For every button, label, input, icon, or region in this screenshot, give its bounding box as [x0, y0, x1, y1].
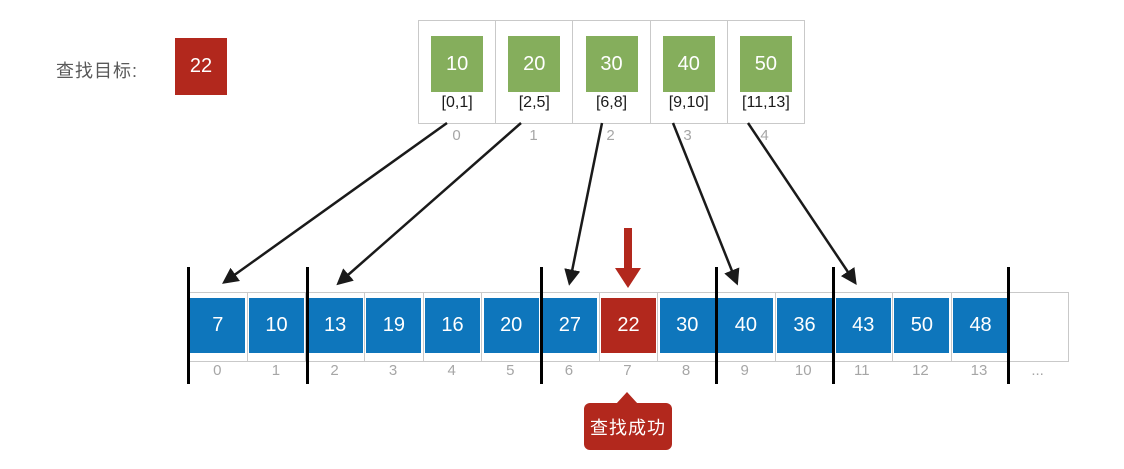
index-table-indices: 0 1 2 3 4 [418, 127, 803, 144]
array-value-box-found: 22 [601, 298, 657, 353]
mapping-arrow [564, 122, 604, 286]
array-value-box: 30 [659, 298, 715, 353]
index-label: 2 [606, 127, 615, 144]
block-range-label: [2,5] [518, 94, 550, 111]
index-label: 2 [330, 362, 339, 379]
index-label: 7 [623, 362, 632, 379]
array-value-box: 13 [307, 298, 363, 353]
array-cell: 22 [600, 293, 659, 361]
index-label: 9 [740, 362, 749, 379]
index-label: 4 [447, 362, 456, 379]
index-label: 5 [506, 362, 515, 379]
index-table-cell: 10 [0,1] [419, 21, 497, 123]
array-value-box: 20 [483, 298, 539, 353]
index-label: 11 [854, 362, 870, 379]
index-label: 0 [452, 127, 461, 144]
block-range-label: [0,1] [441, 94, 473, 111]
index-label: 4 [760, 127, 769, 144]
index-label: 3 [683, 127, 692, 144]
array-value-box: 43 [835, 298, 891, 353]
array-cell: 7 [189, 293, 248, 361]
block-divider [187, 267, 190, 384]
index-label: 3 [388, 362, 398, 379]
array-value-box: 36 [777, 298, 833, 353]
index-table-cell: 50 [11,13] [728, 21, 804, 123]
block-max-box: 30 [585, 36, 638, 92]
index-table-cell: 20 [2,5] [496, 21, 574, 123]
array-value-box: 50 [894, 298, 950, 353]
mapping-arrow [336, 122, 522, 286]
array-cell: 43 [834, 293, 894, 361]
array-value-box: 40 [718, 298, 774, 353]
array-cell: 20 [482, 293, 542, 361]
array-value-box: 48 [953, 298, 1009, 353]
array-cell-empty [1010, 293, 1068, 361]
array-value-box: 7 [190, 298, 246, 353]
block-divider [306, 267, 309, 384]
array-cell: 48 [952, 293, 1011, 361]
array-cell: 13 [306, 293, 366, 361]
callout-pointer [616, 392, 638, 404]
block-max-box: 50 [739, 36, 792, 92]
block-divider [1007, 267, 1010, 384]
index-label: 0 [213, 362, 222, 379]
target-pointer-arrow-icon [615, 228, 641, 288]
array-value-box: 10 [249, 298, 304, 353]
ellipsis-label: ... [1031, 362, 1044, 379]
array-cell: 40 [717, 293, 776, 361]
index-table: 10 [0,1] 20 [2,5] 30 [6,8] 40 [9,10] 50 … [418, 20, 805, 124]
block-max-box: 40 [662, 36, 715, 92]
block-divider [715, 267, 718, 384]
array-indices: 0 1 2 3 4 5 6 7 8 9 10 11 12 13 ... [188, 362, 1067, 379]
index-label: 1 [529, 127, 538, 144]
block-max-box: 10 [431, 36, 484, 92]
array-cell: 16 [424, 293, 483, 361]
block-max-box: 20 [508, 36, 561, 92]
mapping-arrow [671, 122, 740, 286]
array-value-box: 16 [425, 298, 481, 353]
index-label: 8 [681, 362, 691, 379]
array-cell: 27 [541, 293, 600, 361]
array-value-box: 19 [366, 298, 422, 353]
block-divider [832, 267, 835, 384]
block-range-label: [6,8] [595, 94, 628, 111]
search-target-label: 查找目标: [56, 61, 139, 81]
array-cell: 30 [658, 293, 718, 361]
array-cell: 10 [248, 293, 307, 361]
index-label: 1 [271, 362, 281, 379]
index-label: 13 [970, 362, 988, 379]
success-callout: 查找成功 [584, 403, 672, 450]
index-label: 12 [912, 362, 929, 379]
block-range-label: [9,10] [668, 94, 709, 111]
array-row: 7 10 13 19 16 20 27 22 30 40 36 43 50 48 [188, 292, 1069, 362]
index-table-cell: 40 [9,10] [651, 21, 728, 123]
block-divider [540, 267, 543, 384]
array-cell: 36 [776, 293, 835, 361]
mapping-arrow [746, 122, 857, 286]
index-table-cell: 30 [6,8] [573, 21, 651, 123]
block-range-label: [11,13] [742, 94, 790, 111]
index-label: 10 [794, 362, 812, 379]
index-label: 6 [564, 362, 574, 379]
array-value-box: 27 [542, 298, 598, 353]
search-target-value-box: 22 [175, 38, 227, 95]
array-cell: 50 [893, 293, 952, 361]
array-cell: 19 [365, 293, 424, 361]
mapping-arrow [222, 121, 448, 284]
